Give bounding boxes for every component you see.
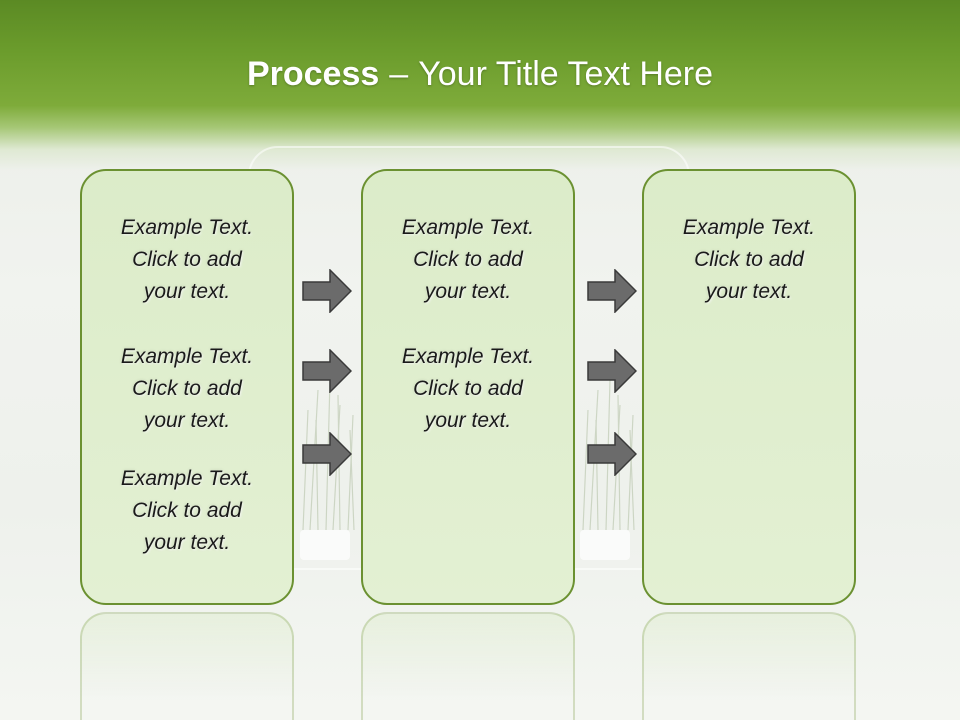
text-line: your text. [705,280,793,303]
text-line: Example Text. [120,467,254,490]
box-reflection [642,612,856,720]
box-reflection [80,612,294,720]
text-line: Click to add [413,377,523,400]
title-separator: – [389,55,409,93]
text-line: Example Text. [120,345,254,368]
text-line: Click to add [132,377,242,400]
background-pot [300,530,350,560]
text-line: Click to add [694,248,804,271]
text-line: Click to add [132,248,242,271]
text-line: Click to add [413,248,523,271]
text-placeholder[interactable]: Example Text. Click to add your text. [82,212,292,308]
header-band [0,0,960,170]
arrow-right-icon[interactable] [587,349,637,393]
title-bold-part: Process [246,55,380,93]
text-line: your text. [424,409,512,432]
background-pot [580,530,630,560]
text-line: your text. [143,531,231,554]
slide-title[interactable]: Process–Your Title Text Here [0,52,960,96]
text-placeholder[interactable]: Example Text. Click to add your text. [82,463,292,559]
arrow-right-icon[interactable] [302,269,352,313]
text-placeholder[interactable]: Example Text. Click to add your text. [363,341,573,437]
arrow-right-icon[interactable] [587,432,637,476]
text-placeholder[interactable]: Example Text. Click to add your text. [644,212,854,308]
process-step-box-3[interactable]: Example Text. Click to add your text. [642,169,856,605]
title-text: Your Title Text Here [418,55,714,93]
arrow-right-icon[interactable] [587,269,637,313]
text-placeholder[interactable]: Example Text. Click to add your text. [363,212,573,308]
arrow-right-icon[interactable] [302,432,352,476]
process-step-box-1[interactable]: Example Text. Click to add your text. Ex… [80,169,294,605]
text-line: Click to add [132,499,242,522]
text-line: your text. [424,280,512,303]
box-reflection [361,612,575,720]
text-line: Example Text. [401,345,535,368]
text-placeholder[interactable]: Example Text. Click to add your text. [82,341,292,437]
process-step-box-2[interactable]: Example Text. Click to add your text. Ex… [361,169,575,605]
text-line: Example Text. [682,216,816,239]
arrow-right-icon[interactable] [302,349,352,393]
text-line: your text. [143,280,231,303]
text-line: Example Text. [401,216,535,239]
text-line: Example Text. [120,216,254,239]
text-line: your text. [143,409,231,432]
